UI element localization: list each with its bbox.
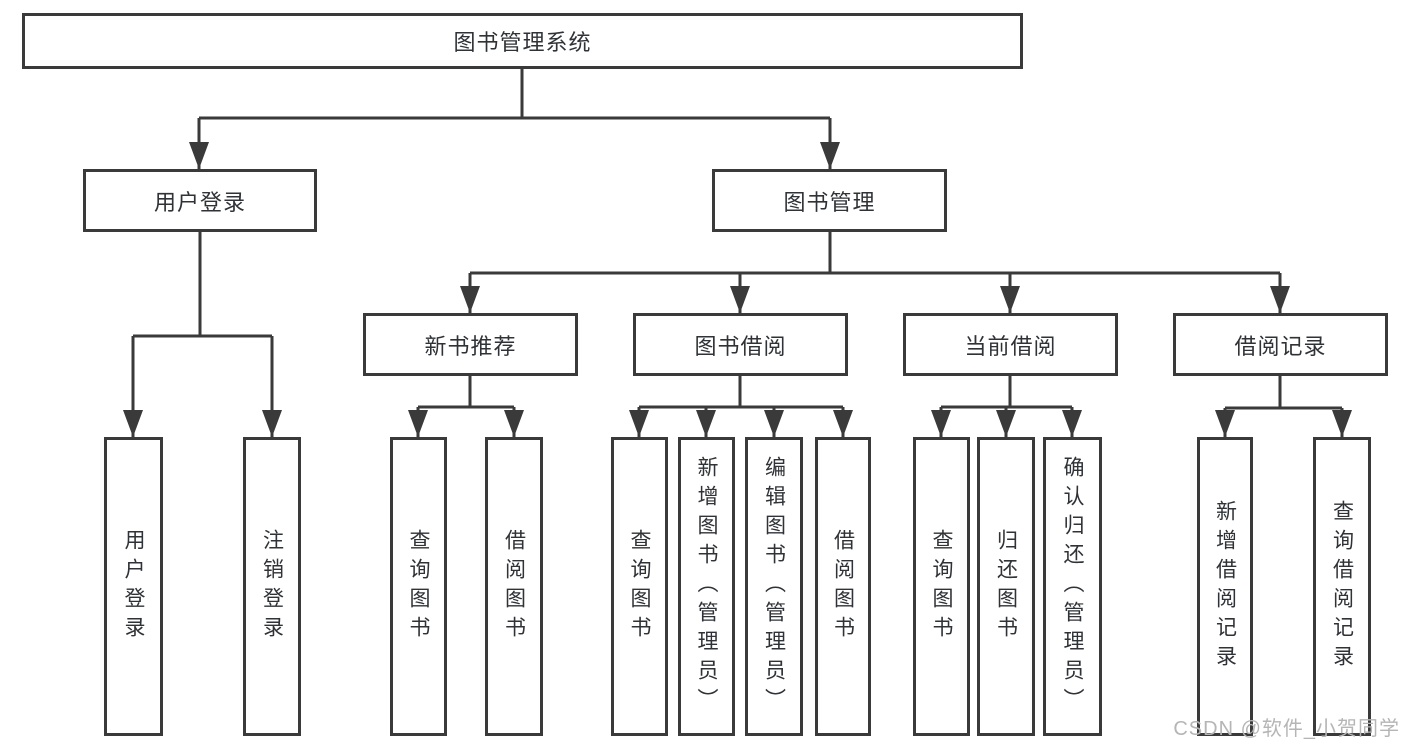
node-user-login: 用户登录 xyxy=(83,169,317,232)
node-new-book-rec: 新书推荐 xyxy=(363,313,578,376)
node-leaf-add-borrow-record: 新增借阅记录 xyxy=(1197,437,1253,736)
node-leaf-confirm-return-label: 确认归还（管理员） xyxy=(1061,456,1084,717)
node-borrow-records: 借阅记录 xyxy=(1173,313,1388,376)
node-leaf-return-books: 归还图书 xyxy=(977,437,1035,736)
node-root-label: 图书管理系统 xyxy=(453,30,592,55)
node-book-borrow: 图书借阅 xyxy=(633,313,848,376)
node-leaf-edit-books-label: 编辑图书（管理员） xyxy=(762,456,786,717)
node-leaf-logout-label: 注销登录 xyxy=(260,528,284,645)
node-leaf-query-books-2: 查询图书 xyxy=(611,437,668,736)
node-leaf-user-login: 用户登录 xyxy=(104,437,163,736)
node-leaf-user-login-label: 用户登录 xyxy=(122,528,145,645)
node-leaf-query-books-1-label: 查询图书 xyxy=(407,528,430,645)
node-leaf-logout: 注销登录 xyxy=(243,437,301,736)
node-leaf-add-books: 新增图书（管理员） xyxy=(678,437,735,736)
node-leaf-edit-books: 编辑图书（管理员） xyxy=(745,437,803,736)
node-user-login-label: 用户登录 xyxy=(153,189,246,215)
node-current-borrow-label: 当前借阅 xyxy=(964,333,1057,359)
node-leaf-query-borrow-record-label: 查询借阅记录 xyxy=(1330,499,1354,674)
node-leaf-confirm-return: 确认归还（管理员） xyxy=(1043,437,1102,736)
node-leaf-borrow-books-2: 借阅图书 xyxy=(815,437,871,736)
node-book-mgmt: 图书管理 xyxy=(712,169,947,232)
node-new-book-rec-label: 新书推荐 xyxy=(424,333,517,359)
node-book-borrow-label: 图书借阅 xyxy=(694,333,787,359)
node-root: 图书管理系统 xyxy=(22,13,1023,69)
node-leaf-add-books-label: 新增图书（管理员） xyxy=(695,456,718,717)
node-leaf-borrow-books-2-label: 借阅图书 xyxy=(831,528,855,645)
connector-segments xyxy=(131,67,1344,437)
node-leaf-query-borrow-record: 查询借阅记录 xyxy=(1313,437,1371,736)
node-leaf-query-books-3: 查询图书 xyxy=(913,437,970,736)
node-leaf-add-borrow-record-label: 新增借阅记录 xyxy=(1213,499,1237,674)
node-leaf-query-books-1: 查询图书 xyxy=(390,437,447,736)
node-leaf-query-books-2-label: 查询图书 xyxy=(628,528,651,645)
node-leaf-return-books-label: 归还图书 xyxy=(994,528,1018,645)
node-book-mgmt-label: 图书管理 xyxy=(783,189,876,215)
node-leaf-borrow-books-1-label: 借阅图书 xyxy=(502,528,526,645)
node-current-borrow: 当前借阅 xyxy=(903,313,1118,376)
node-borrow-records-label: 借阅记录 xyxy=(1234,333,1327,359)
node-leaf-borrow-books-1: 借阅图书 xyxy=(485,437,543,736)
watermark: CSDN @软件_小贺同学 xyxy=(1173,718,1400,740)
node-leaf-query-books-3-label: 查询图书 xyxy=(930,528,953,645)
